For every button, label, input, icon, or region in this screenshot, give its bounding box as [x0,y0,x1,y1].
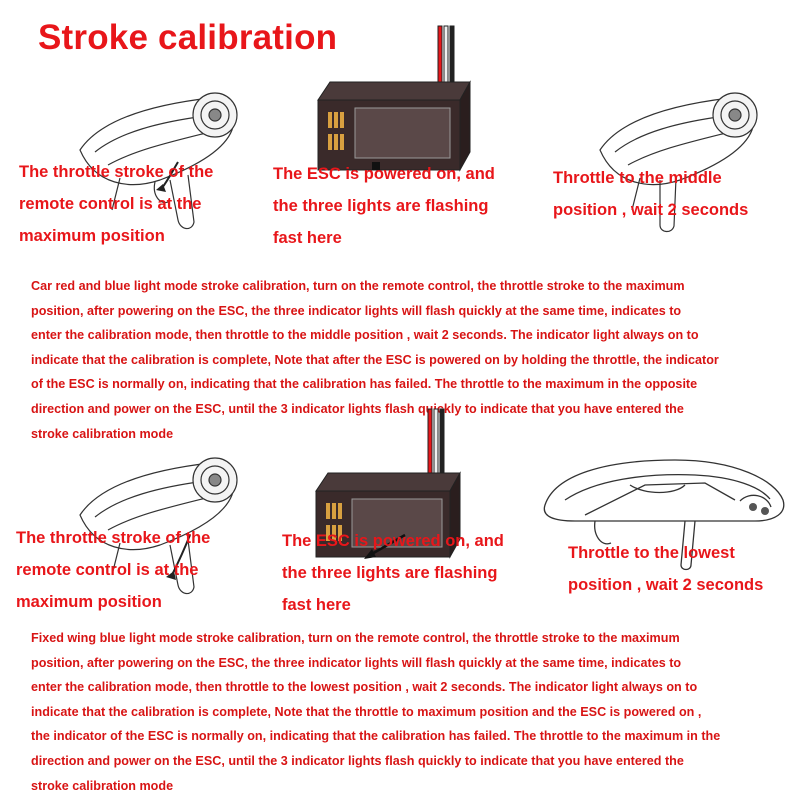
instruction-paragraph: Fixed wing blue light mode stroke calibr… [31,631,721,793]
remote-control-illustration [543,459,785,571]
step-caption: The ESC is powered on, and the three lig… [282,532,504,614]
step-caption: The ESC is powered on, and the three lig… [273,165,495,247]
remote-control-illustration [79,92,238,230]
page-title: Stroke calibration [38,18,338,57]
step-caption: The throttle stroke of the remote contro… [19,163,214,245]
esc-illustration [317,25,471,172]
instruction-paragraph: Car red and blue light mode stroke calib… [31,279,719,441]
step-caption: Throttle to the lowest position , wait 2… [568,544,764,594]
esc-illustration [315,408,461,559]
remote-control-illustration [599,92,758,233]
step-caption: The throttle stroke of the remote contro… [16,529,211,611]
step-caption: Throttle to the middle position , wait 2… [553,169,749,219]
remote-control-illustration [79,457,238,595]
